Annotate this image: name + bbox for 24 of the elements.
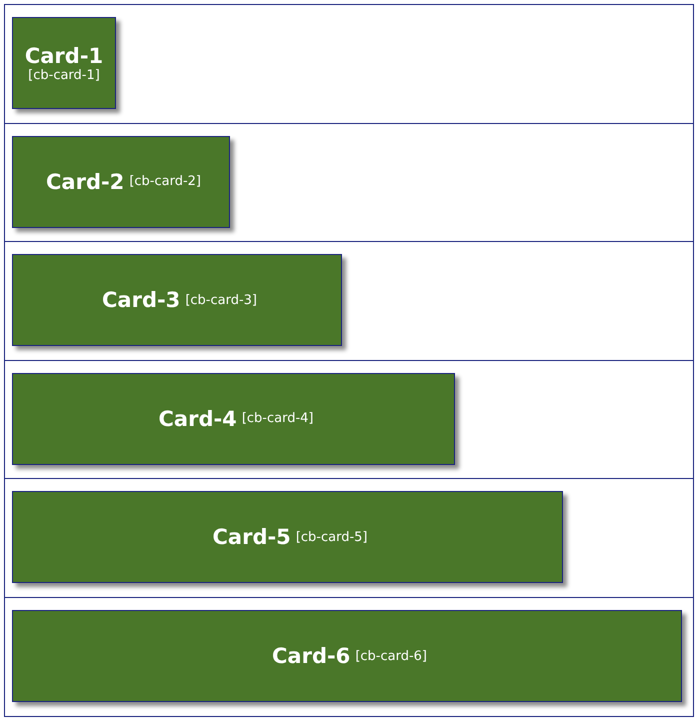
- row-band: [4, 241, 694, 361]
- card-id: [cb-card-2]: [129, 174, 201, 190]
- row-band: [4, 4, 694, 124]
- card-title: Card-6: [272, 644, 350, 668]
- card-title: Card-1: [24, 44, 104, 68]
- card: [12, 610, 682, 702]
- card-title: Card-5: [212, 525, 291, 550]
- card-title: Card-3: [102, 288, 180, 312]
- card: [12, 372, 455, 465]
- row-band: [4, 478, 694, 598]
- card-id: [cb-card-3]: [185, 292, 257, 308]
- card-id: [cb-card-1]: [28, 68, 100, 82]
- card: [12, 136, 230, 228]
- card-id: [cb-card-5]: [296, 530, 368, 545]
- card: [12, 491, 563, 584]
- card: [12, 17, 116, 109]
- card: [12, 254, 342, 346]
- row-band: [4, 360, 694, 480]
- row-band: [4, 597, 694, 717]
- card-title: Card-2: [46, 170, 124, 194]
- card-id: [cb-card-4]: [242, 411, 314, 426]
- card-id: [cb-card-6]: [355, 648, 427, 664]
- row-band: [4, 122, 694, 242]
- card-title: Card-4: [158, 406, 237, 431]
